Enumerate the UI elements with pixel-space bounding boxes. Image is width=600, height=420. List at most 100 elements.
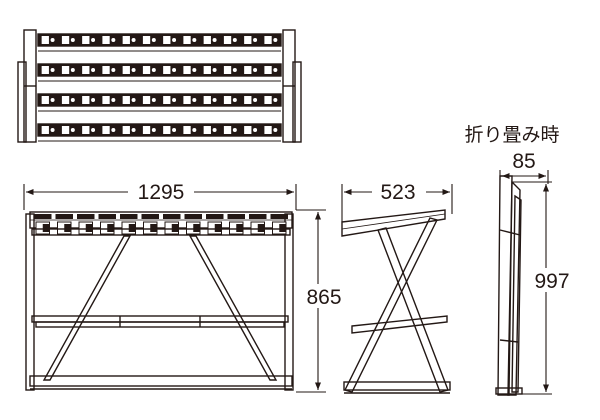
- folded-leg: [511, 194, 522, 393]
- top-view-slot-hole: [49, 67, 56, 73]
- side-tray: [351, 315, 448, 334]
- front-right-brace: [188, 235, 278, 381]
- top-view-slot: [244, 126, 252, 134]
- front-top-rail: [31, 228, 291, 236]
- top-view-slot-hole: [171, 37, 177, 43]
- top-view-slot: [244, 66, 252, 74]
- top-view-slot: [264, 126, 272, 134]
- top-view-slot: [122, 126, 130, 134]
- top-view-slot-hole: [171, 67, 177, 73]
- top-view-slot: [244, 36, 252, 44]
- top-view-slot: [41, 36, 49, 44]
- top-view-slot-row: [37, 33, 282, 47]
- front-slot-tab: [214, 224, 222, 232]
- top-view-slot: [61, 96, 70, 104]
- front-slot-tab: [42, 224, 50, 232]
- top-view-slot-hole: [211, 37, 218, 43]
- top-view-slot: [223, 36, 232, 44]
- top-view-slot-hole: [151, 97, 157, 103]
- top-view-slot-hole: [151, 67, 157, 73]
- top-view-slot-hole: [90, 37, 96, 43]
- front-slot-clip: [163, 214, 181, 219]
- top-view-slot: [61, 66, 70, 74]
- top-view-slot-hole: [252, 37, 258, 43]
- side-base-rail: [343, 381, 451, 391]
- folded-height-label: 997: [534, 270, 569, 293]
- side-view-rack: [341, 209, 451, 394]
- front-slot-tab: [193, 224, 200, 232]
- front-view-rack: [25, 211, 294, 391]
- front-slot-clip: [184, 214, 202, 219]
- front-slot-clip: [34, 214, 52, 219]
- front-lower-tray: [31, 315, 289, 323]
- top-view-slot-hole: [151, 127, 157, 133]
- top-view-slot-hole: [191, 127, 198, 133]
- front-left-upright: [25, 213, 35, 391]
- top-view-slot-rows: [37, 33, 282, 142]
- top-view-slot: [122, 96, 130, 104]
- top-view-slot: [122, 66, 130, 74]
- top-view-slot: [183, 96, 191, 104]
- top-view-slot: [183, 36, 191, 44]
- top-view-slot-hole: [252, 127, 258, 133]
- top-view-slot: [223, 126, 232, 134]
- top-view-slot: [163, 66, 171, 74]
- side-frame-leg-b: [344, 217, 438, 393]
- front-slot-clip: [98, 214, 116, 219]
- front-left-brace: [42, 235, 132, 381]
- top-view-slot-hole: [232, 37, 238, 43]
- front-slot-clips: [34, 214, 288, 235]
- top-view-slot-hole: [110, 67, 117, 73]
- top-view-slot: [244, 96, 252, 104]
- top-view-slot: [163, 126, 171, 134]
- top-view-slot-hole: [110, 127, 117, 133]
- top-view-slot-row: [37, 63, 282, 77]
- front-slot-clip: [55, 214, 73, 219]
- top-view-slot-hole: [151, 37, 157, 43]
- top-view-slot: [203, 126, 211, 134]
- top-view-slot-hole: [252, 67, 258, 73]
- top-view-slot: [203, 96, 211, 104]
- top-view-slot: [264, 96, 272, 104]
- top-view-slot-hole: [191, 37, 198, 43]
- top-view-slot-hole: [252, 97, 258, 103]
- top-view-slot-hole: [171, 97, 177, 103]
- top-view-slot-hole: [272, 127, 279, 133]
- top-view-slot-hole: [211, 127, 218, 133]
- front-slot-clip: [270, 214, 288, 219]
- top-view-slot: [82, 96, 90, 104]
- top-view-slot-hole: [70, 37, 76, 43]
- top-view-slot-hole: [49, 127, 56, 133]
- top-view-slot-row: [37, 123, 282, 137]
- top-view-slot: [82, 36, 90, 44]
- top-view-slot-hole: [70, 97, 76, 103]
- top-view-slot-hole: [90, 97, 96, 103]
- top-view-slot-hole: [49, 37, 56, 43]
- front-slot-clip: [249, 214, 267, 219]
- top-view-slot: [163, 36, 171, 44]
- top-view-slot: [61, 126, 70, 134]
- front-slot-tab: [64, 224, 71, 232]
- top-view-slot-hole: [211, 97, 218, 103]
- top-view-slot-hole: [110, 97, 117, 103]
- top-view-slot: [102, 66, 110, 74]
- top-view-slot-hole: [272, 97, 279, 103]
- top-view-slot: [142, 36, 151, 44]
- folded-base: [495, 387, 523, 395]
- top-view-rack: [17, 29, 302, 143]
- front-lower-tray-lip: [35, 321, 285, 328]
- top-view-slot-hole: [130, 37, 137, 43]
- height-label: 865: [306, 286, 341, 309]
- top-view-slot: [142, 96, 151, 104]
- front-slot-tab: [171, 224, 179, 232]
- top-view-slot-hole: [70, 127, 76, 133]
- top-view-slot: [61, 36, 70, 44]
- top-view-slot-hole: [232, 67, 238, 73]
- top-view-slot: [102, 36, 110, 44]
- dimension-lines: [23, 170, 552, 395]
- front-slot-tab: [279, 224, 286, 232]
- top-view-slot: [163, 96, 171, 104]
- top-view-slot: [82, 66, 90, 74]
- top-view-slot: [41, 66, 49, 74]
- top-view-slot-hole: [90, 127, 96, 133]
